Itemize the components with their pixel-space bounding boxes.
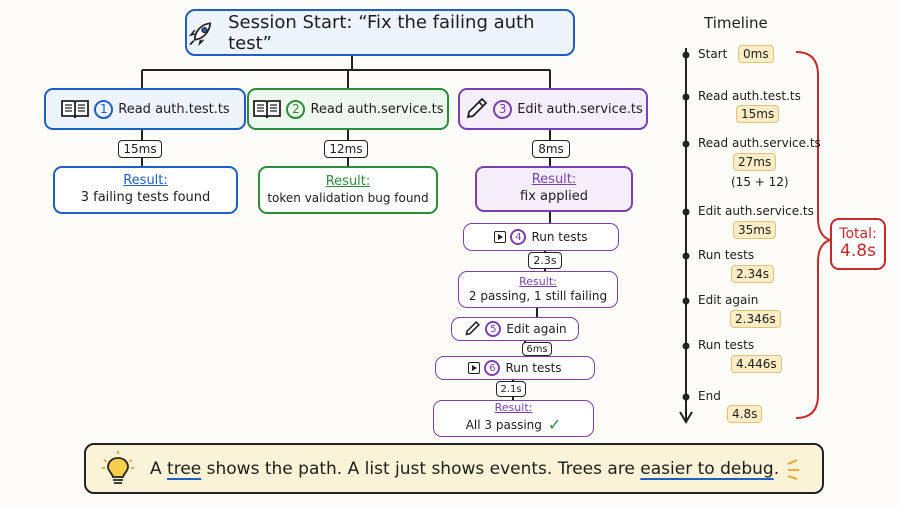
result-label: Result: (531, 172, 577, 188)
book-icon (61, 100, 90, 119)
session-start-box: Session Start: “Fix the failing auth tes… (185, 9, 575, 56)
step-number-badge: 6 (484, 360, 501, 376)
result-label: Result: (123, 173, 168, 189)
step-label: Edit again (506, 322, 567, 336)
sparkle-icon (787, 458, 800, 480)
timeline-event-label: Read auth.service.ts (698, 136, 821, 150)
step-label: Edit auth.service.ts (517, 101, 643, 117)
total-box: Total: 4.8s (830, 218, 886, 270)
lightbulb-icon (102, 450, 134, 484)
step-label: Run tests (505, 361, 562, 375)
step-number-badge: 3 (493, 99, 513, 119)
result-label: Result: (494, 400, 533, 414)
timeline-event-label: Read auth.test.ts (698, 89, 801, 103)
duration-badge: 6ms (522, 342, 552, 356)
timeline-badge: 0ms (738, 45, 774, 63)
result-box: Result: fix applied (475, 166, 633, 212)
step-number-badge: 4 (510, 229, 527, 245)
result-label: Result: (325, 173, 371, 189)
result-box: Result: 3 failing tests found (53, 166, 238, 214)
step-number-badge: 1 (94, 99, 114, 119)
timeline-event-label: Start (698, 47, 728, 61)
total-label: Total: (839, 225, 877, 242)
result-label: Result: (519, 274, 557, 288)
step-run-tests[interactable]: 4 Run tests (463, 223, 619, 251)
duration-badge: 15ms (118, 140, 162, 158)
footer-text: A tree shows the path. A list just shows… (150, 458, 780, 479)
timeline-badge: 4.8s (727, 405, 763, 423)
checkmark-icon: ✓ (547, 415, 562, 435)
step-label: Read auth.test.ts (118, 101, 230, 117)
timeline-badge: 15ms (736, 105, 780, 123)
timeline-badge: 35ms (733, 221, 777, 239)
step-edit-again[interactable]: 5 Edit again (451, 317, 579, 341)
highlight-debug: easier to debug (640, 458, 774, 479)
timeline-event-label: Run tests (698, 248, 755, 262)
timeline-event-label: Run tests (698, 338, 755, 352)
timeline-badge: 4.446s (731, 355, 782, 373)
result-text: fix applied (520, 189, 588, 204)
step-read-auth-service[interactable]: 2 Read auth.service.ts (247, 88, 449, 130)
step-run-tests-again[interactable]: 6 Run tests (435, 356, 595, 380)
timeline-badge: 2.34s (731, 265, 774, 283)
book-icon (253, 100, 282, 119)
timeline-event-label: End (698, 389, 721, 403)
step-label: Run tests (531, 230, 588, 244)
result-text: All 3 passing (465, 417, 542, 432)
step-number-badge: 5 (485, 321, 502, 337)
step-read-auth-test[interactable]: 1 Read auth.test.ts (44, 88, 246, 130)
duration-badge: 2.1s (496, 381, 526, 397)
total-value: 4.8s (840, 241, 876, 262)
footer-callout: A tree shows the path. A list just shows… (84, 443, 824, 494)
result-text: 2 passing, 1 still failing (468, 288, 608, 303)
pencil-icon (465, 320, 481, 336)
timeline-badge: 27ms (733, 153, 777, 171)
result-box: Result: All 3 passing ✓ (433, 400, 594, 437)
rocket-icon (188, 21, 212, 46)
step-number-badge: 2 (286, 99, 306, 119)
timeline-title: Timeline (704, 14, 768, 32)
step-edit-auth-service[interactable]: 3 Edit auth.service.ts (458, 88, 648, 130)
highlight-tree: tree (167, 458, 202, 479)
timeline-note: (15 + 12) (731, 175, 789, 189)
result-box: Result: token validation bug found (258, 166, 438, 214)
result-text: 3 failing tests found (80, 190, 211, 205)
session-title: Session Start: “Fix the failing auth tes… (228, 11, 535, 54)
timeline-event-label: Edit again (698, 293, 759, 307)
play-icon (494, 231, 507, 243)
result-text: token validation bug found (267, 190, 429, 205)
play-icon (468, 362, 481, 374)
step-label: Read auth.service.ts (310, 101, 444, 117)
result-box: Result: 2 passing, 1 still failing (458, 271, 618, 308)
duration-badge: 12ms (324, 140, 368, 158)
timeline-badge: 2.346s (730, 310, 781, 328)
duration-badge: 8ms (532, 140, 570, 158)
timeline-event-label: Edit auth.service.ts (698, 204, 814, 218)
pencil-icon (467, 97, 488, 119)
duration-badge: 2.3s (528, 252, 562, 269)
